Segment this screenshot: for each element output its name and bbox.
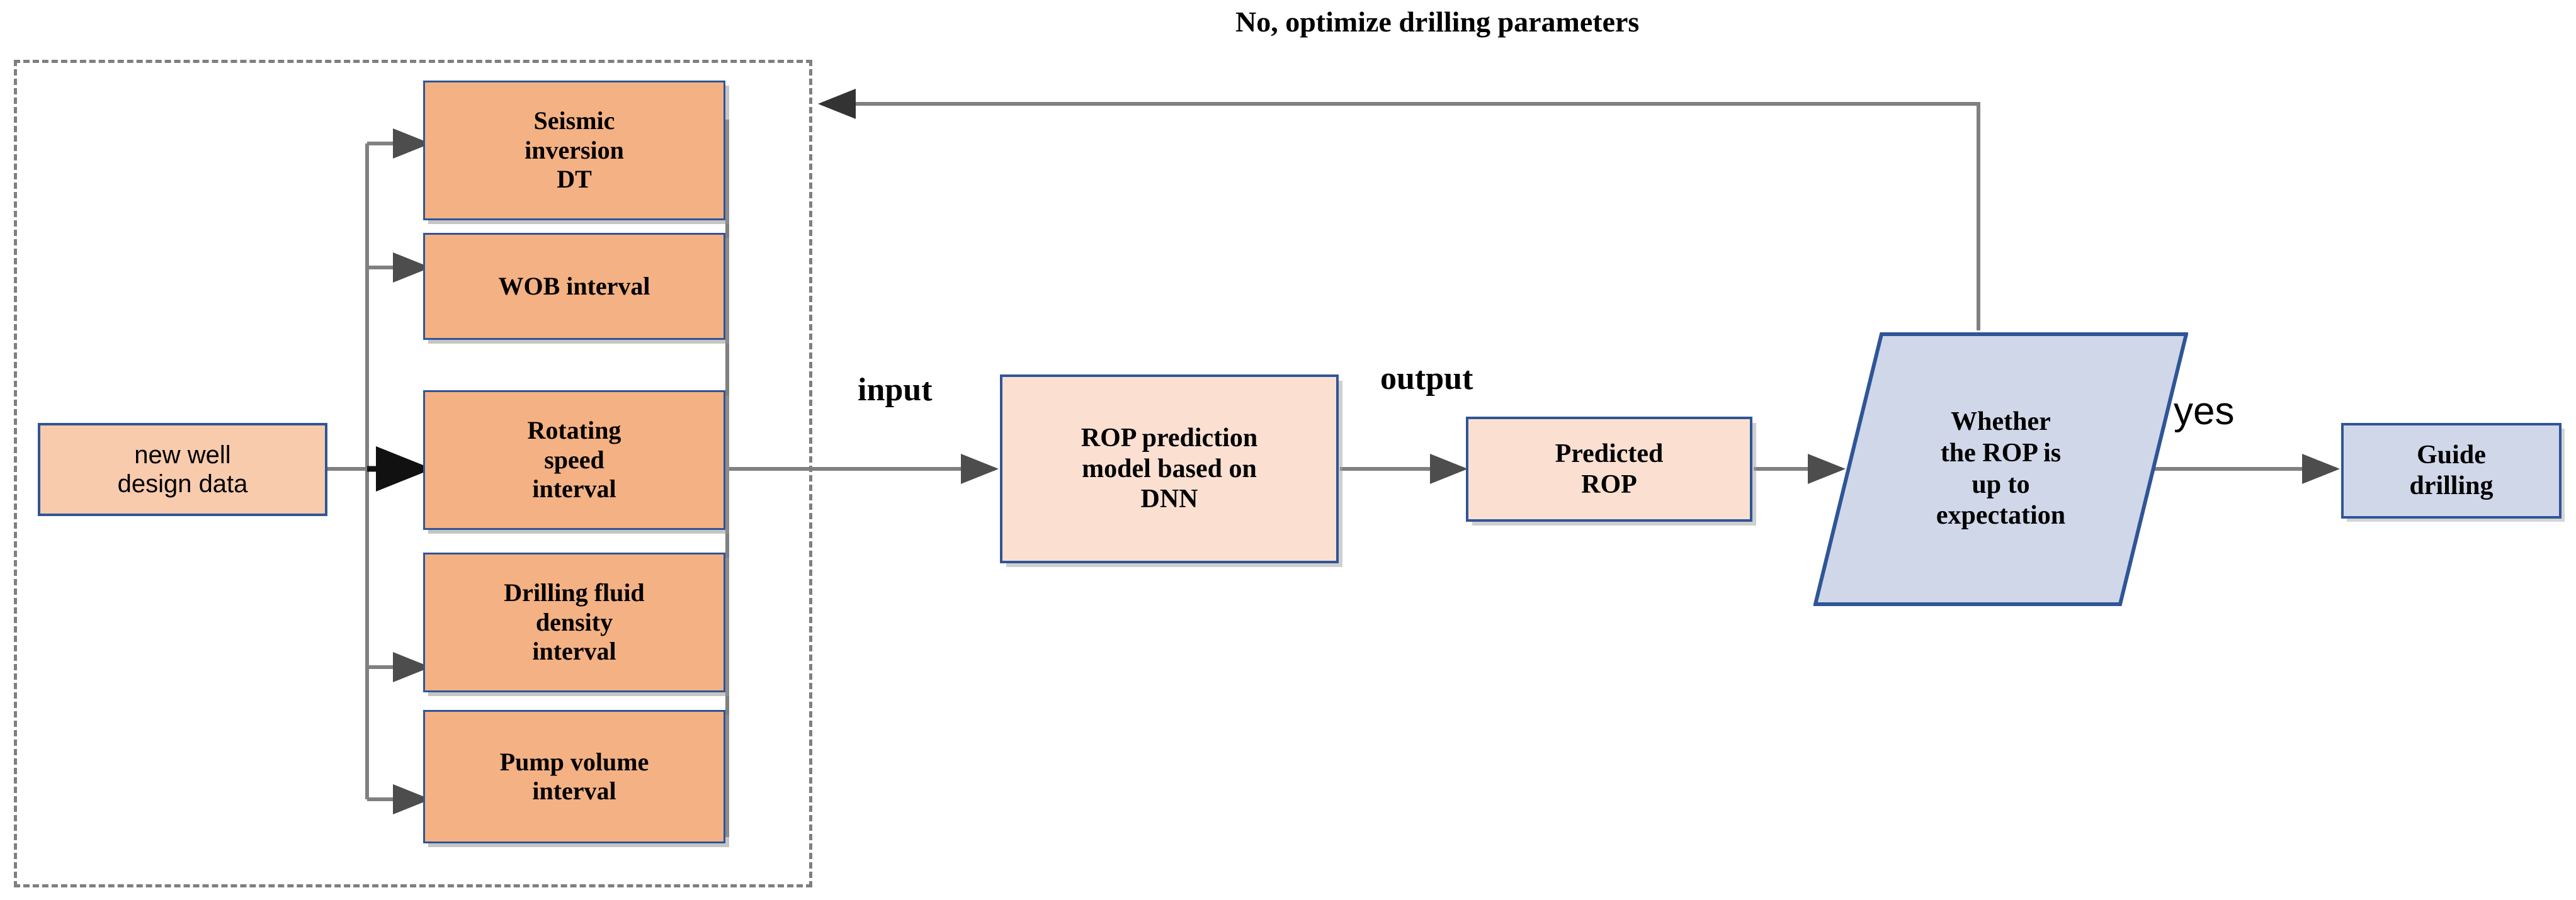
edge-label-no-optimize: No, optimize drilling parameters: [1235, 6, 1640, 38]
parallelogram-shape: [1813, 332, 2189, 606]
node-seismic-inversion-dt[interactable]: Seismic inversion DT: [423, 81, 725, 220]
edge-label-output: output: [1380, 361, 1473, 397]
node-pump-volume-interval[interactable]: Pump volume interval: [423, 710, 725, 843]
node-predicted-rop[interactable]: Predicted ROP: [1466, 417, 1752, 522]
decision-label: Whether the ROP is up to expectation: [1936, 407, 2066, 531]
node-rotating-speed-interval[interactable]: Rotating speed interval: [423, 390, 725, 530]
node-guide-drilling[interactable]: Guide drilling: [2341, 423, 2562, 519]
node-rop-prediction-model[interactable]: ROP prediction model based on DNN: [1000, 374, 1339, 563]
edge-label-input: input: [858, 372, 933, 408]
parameter-group-region: [14, 60, 812, 887]
node-new-well-design-data[interactable]: new well design data: [38, 423, 327, 516]
node-drilling-fluid-density-interval[interactable]: Drilling fluid density interval: [423, 553, 725, 692]
edge-label-yes: yes: [2174, 390, 2235, 433]
node-wob-interval[interactable]: WOB interval: [423, 233, 725, 340]
node-decision-rop-expectation[interactable]: Whether the ROP is up to expectation: [1813, 332, 2189, 606]
